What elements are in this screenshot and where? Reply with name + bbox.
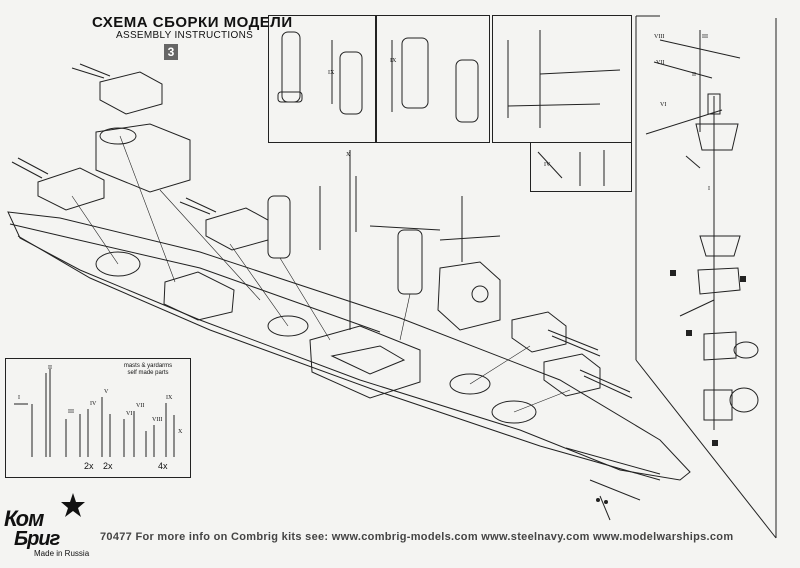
detail-box-funnel-1 bbox=[268, 15, 376, 143]
callout-label: X bbox=[346, 152, 351, 158]
legend-label: IV bbox=[90, 401, 97, 407]
callout-label: II bbox=[692, 72, 696, 78]
multiplier-label: 4x bbox=[158, 461, 168, 471]
legend-rods-drawing bbox=[14, 369, 175, 457]
footer-info: 70477 For more info on Combrig kits see:… bbox=[100, 531, 734, 543]
page-title: СХЕМА СБОРКИ МОДЕЛИ bbox=[92, 14, 293, 31]
callout-label: IX bbox=[390, 58, 397, 64]
made-in-label: Made in Russia bbox=[34, 549, 90, 558]
legend-label: IX bbox=[166, 395, 173, 401]
callout-label: I bbox=[708, 186, 710, 192]
legend-label: V bbox=[104, 389, 109, 395]
brand-logo-line1: Ком bbox=[4, 506, 44, 531]
callout-label: VII bbox=[656, 60, 665, 66]
multiplier-label: 2x bbox=[84, 461, 94, 471]
legend-label: II bbox=[48, 365, 52, 371]
detail-box-funnel-2 bbox=[376, 15, 490, 143]
legend-title-line2: self made parts bbox=[127, 370, 169, 376]
callout-label: IX bbox=[328, 70, 335, 76]
legend-title: masts & yardarms self made parts bbox=[108, 363, 188, 377]
callout-label: VI bbox=[660, 102, 667, 108]
star-icon bbox=[61, 493, 85, 517]
legend-label: X bbox=[178, 429, 183, 435]
multiplier-label: 2x bbox=[103, 461, 113, 471]
legend-box: masts & yardarms self made parts 2x 2x 4… bbox=[5, 358, 191, 478]
legend-label: I bbox=[18, 395, 20, 401]
brand-logo-line2: Бриг bbox=[14, 528, 60, 550]
step-number-badge: 3 bbox=[164, 44, 178, 60]
detail-box-yard bbox=[530, 142, 632, 192]
legend-title-line1: masts & yardarms bbox=[123, 363, 173, 369]
callout-label: VIII bbox=[654, 34, 665, 40]
callout-label: III bbox=[702, 34, 708, 40]
callout-label: IV bbox=[544, 162, 551, 168]
legend-label: III bbox=[68, 409, 74, 415]
legend-label: VIII bbox=[152, 417, 163, 423]
page-subtitle: ASSEMBLY INSTRUCTIONS bbox=[116, 30, 254, 41]
legend-label: VII bbox=[136, 403, 145, 409]
legend-label: VI bbox=[126, 411, 133, 417]
